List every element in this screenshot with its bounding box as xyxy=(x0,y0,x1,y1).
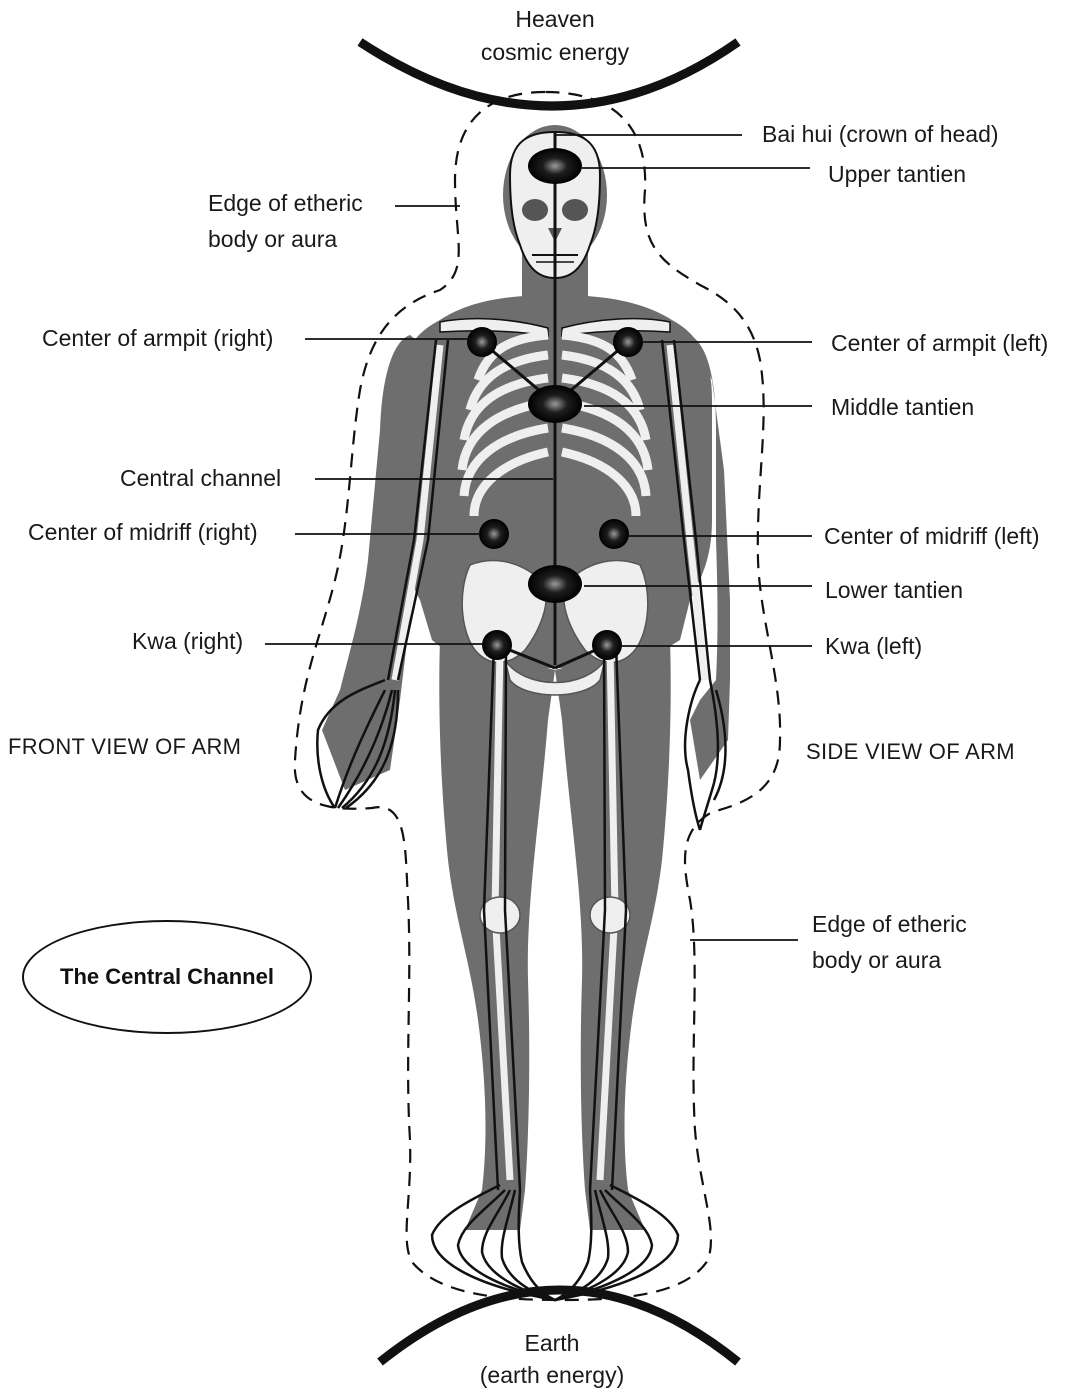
aura-top-label: Edge of etheric body or aura xyxy=(208,190,363,253)
lower-tantien-point xyxy=(528,565,582,603)
aura-bottom-label: Edge of etheric body or aura xyxy=(812,911,967,974)
kwa-left-point xyxy=(592,630,622,660)
upper-tantien-label: Upper tantien xyxy=(828,161,966,188)
aura-top-label-line1: Edge of etheric xyxy=(208,190,363,217)
midriff-left-label: Center of midriff (left) xyxy=(824,523,1040,550)
side-view-arm-label: SIDE VIEW OF ARM xyxy=(806,738,1015,765)
kwa-left-label: Kwa (left) xyxy=(825,633,922,660)
middle-tantien-point xyxy=(528,385,582,423)
knee-caps xyxy=(480,897,630,933)
midriff-right-point xyxy=(479,519,509,549)
lower-tantien-label: Lower tantien xyxy=(825,577,963,604)
heaven-label-line1: Heaven xyxy=(455,6,655,33)
armpit-right-label: Center of armpit (right) xyxy=(42,325,273,352)
earth-label-line1: Earth xyxy=(452,1330,652,1357)
upper-tantien-point xyxy=(528,148,582,184)
armpit-left-point xyxy=(613,327,643,357)
heaven-label: Heaven cosmic energy xyxy=(455,6,655,66)
midriff-left-point xyxy=(599,519,629,549)
earth-label-line2: (earth energy) xyxy=(452,1362,652,1389)
diagram-title: The Central Channel xyxy=(60,964,274,990)
armpit-right-point xyxy=(467,327,497,357)
earth-label: Earth (earth energy) xyxy=(452,1330,652,1389)
feet-channels xyxy=(432,1185,678,1300)
aura-bottom-label-line1: Edge of etheric xyxy=(812,911,967,938)
kwa-right-label: Kwa (right) xyxy=(132,628,243,655)
aura-bottom-label-line2: body or aura xyxy=(812,947,967,974)
midriff-right-label: Center of midriff (right) xyxy=(28,519,258,546)
aura-top-label-line2: body or aura xyxy=(208,226,363,253)
front-view-arm-label: FRONT VIEW OF ARM xyxy=(8,733,241,760)
middle-tantien-label: Middle tantien xyxy=(831,394,974,421)
armpit-left-label: Center of armpit (left) xyxy=(831,330,1048,357)
heaven-label-line2: cosmic energy xyxy=(455,39,655,66)
central-channel-label: Central channel xyxy=(120,465,281,492)
diagram-title-oval: The Central Channel xyxy=(22,920,312,1034)
bai-hui-label: Bai hui (crown of head) xyxy=(762,121,999,148)
kwa-right-point xyxy=(482,630,512,660)
